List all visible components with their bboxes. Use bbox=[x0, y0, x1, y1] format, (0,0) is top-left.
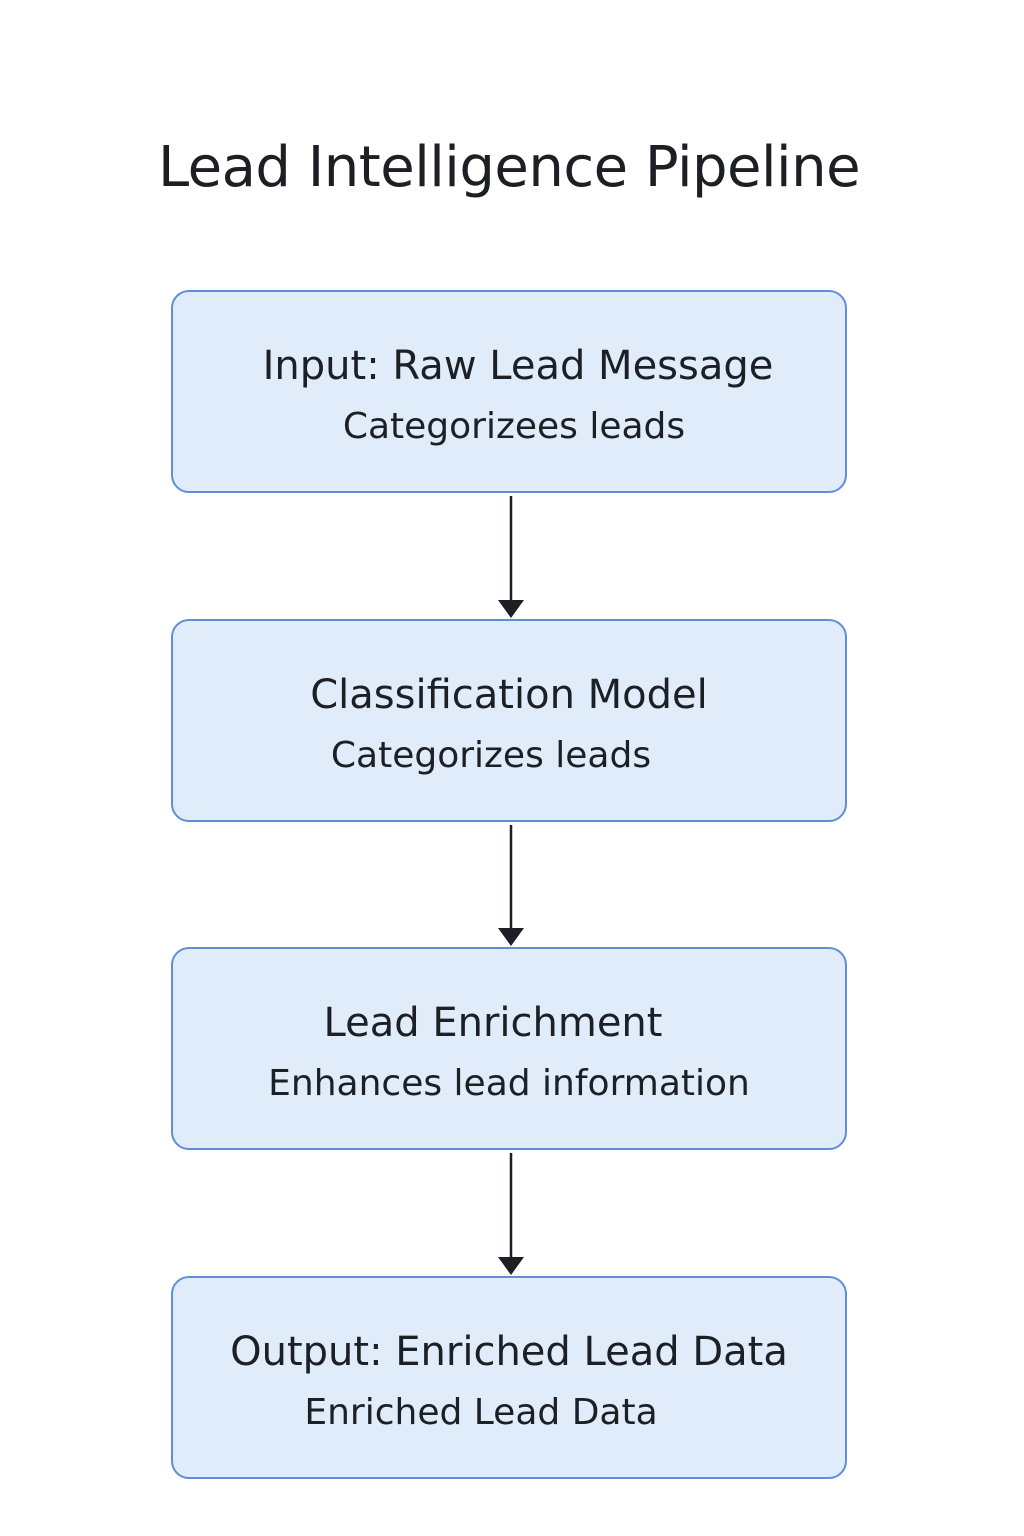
arrow-classification-to-enrichment bbox=[498, 825, 524, 946]
step-title: Classification Model bbox=[310, 672, 708, 718]
step-input-box: Input: Raw Lead Message Categorizees lea… bbox=[171, 290, 847, 493]
arrow-input-to-classification bbox=[498, 496, 524, 618]
arrow-enrichment-to-output bbox=[498, 1153, 524, 1275]
step-subtitle: Enriched Lead Data bbox=[304, 1392, 658, 1433]
step-title: Lead Enrichment bbox=[323, 1000, 663, 1046]
step-subtitle: Enhances lead information bbox=[268, 1063, 750, 1104]
step-subtitle: Categorizees leads bbox=[342, 406, 686, 447]
diagram-title: Lead Intelligence Pipeline bbox=[157, 135, 861, 200]
step-title: Output: Enriched Lead Data bbox=[230, 1329, 788, 1375]
step-enrichment-box: Lead Enrichment Enhances lead informatio… bbox=[171, 947, 847, 1150]
step-title: Input: Raw Lead Message bbox=[262, 343, 774, 389]
step-output-box: Output: Enriched Lead Data Enriched Lead… bbox=[171, 1276, 847, 1479]
step-classification-box: Classification Model Categorizes leads bbox=[171, 619, 847, 822]
step-subtitle: Categorizes leads bbox=[330, 735, 652, 776]
